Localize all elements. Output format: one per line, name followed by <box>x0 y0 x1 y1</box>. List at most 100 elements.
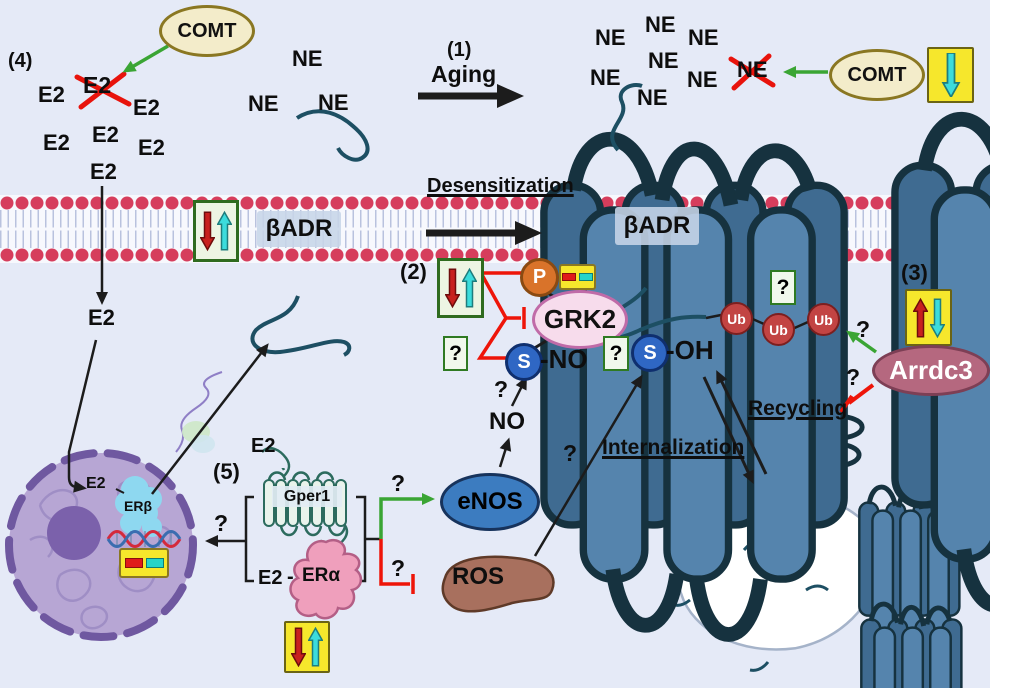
comt-right-oval: COMT <box>829 49 925 101</box>
erb-label: ERβ <box>124 498 152 514</box>
gper1-plate: Gper1 <box>272 486 342 507</box>
grk2-label: GRK2 <box>543 304 617 334</box>
arrdc3-oval: Arrdc3 <box>872 345 990 396</box>
step4-label: (4) <box>8 50 33 72</box>
ub-circle: Ub <box>807 303 840 336</box>
s-nitrosylation-circle: S <box>505 343 543 381</box>
no-suffix-label: -NO <box>540 344 588 374</box>
ne-crossed-label: NE <box>737 57 768 82</box>
cyan-up-arrow-icon <box>461 267 477 308</box>
ne-label: NE <box>590 65 621 90</box>
red-down-arrow-icon <box>200 211 215 252</box>
s-label: S <box>643 341 657 364</box>
badr-right-plate: βADR <box>615 207 699 245</box>
badr-label: βADR <box>623 212 691 239</box>
red-inhibition-lines <box>74 53 875 594</box>
connector-layer <box>67 44 990 688</box>
ub-circle: Ub <box>720 302 753 335</box>
ros-soh-arrow <box>533 374 643 557</box>
step1-label: (1) <box>447 39 472 61</box>
recycling-label: Recycling <box>748 397 848 420</box>
dna-helix <box>106 530 182 548</box>
cell-diagram: ROS (4) COMT E2 E2 E2 E2 E2 E2 E2 NE NE … <box>0 0 990 688</box>
ub-label: Ub <box>727 310 746 327</box>
red-down-arrow-icon <box>291 627 306 667</box>
comt-decrease-badge <box>927 47 974 103</box>
ne-label: NE <box>687 67 718 92</box>
era-ros-inhibit <box>379 539 410 586</box>
cyan-down-arrow-icon <box>941 53 960 97</box>
no-sno-arrow <box>510 376 527 407</box>
ne-label: NE <box>637 85 668 110</box>
synthesis-arrow <box>151 343 269 495</box>
arrdc3-ub-arrow <box>846 330 878 354</box>
step3-label: (3) <box>901 260 928 285</box>
teal-dash-icon <box>145 558 164 568</box>
nucleus <box>5 449 197 641</box>
question-mark: ? <box>563 440 578 466</box>
e2-erb-link <box>115 488 125 494</box>
question-mark: ? <box>214 510 229 536</box>
question-badge: ? <box>770 270 796 305</box>
question-mark: ? <box>609 341 623 365</box>
recycling-arrow <box>716 370 768 475</box>
red-up-arrow-icon <box>912 297 928 337</box>
ub-circle: Ub <box>762 313 795 346</box>
gene-expression-badge <box>559 264 596 290</box>
tail-ub-link <box>705 313 722 320</box>
e2-era-label: E2 <box>258 567 283 589</box>
ne-label: NE <box>318 90 349 115</box>
ub-label: Ub <box>814 311 833 328</box>
cyan-down-arrow-icon <box>929 298 945 338</box>
e2-label: E2 <box>38 82 65 107</box>
ne-label: NE <box>248 91 279 116</box>
badr-left-plate: βADR <box>257 211 341 247</box>
oh-suffix-label: -OH <box>666 335 714 365</box>
black-connectors <box>67 84 809 583</box>
s-hydroxyl-circle: S <box>631 334 669 372</box>
era-label: ERα <box>302 565 341 586</box>
enos-no-arrow <box>498 437 512 468</box>
e2-label: E2 <box>90 159 117 184</box>
e2-cytoplasm-label: E2 <box>88 305 115 330</box>
e2-label: E2 <box>138 135 165 160</box>
ros-blob <box>441 555 555 613</box>
ne-label: NE <box>292 46 323 71</box>
question-mark: ? <box>391 555 406 581</box>
gene-expression-badge <box>119 548 169 578</box>
ub-label: Ub <box>769 321 788 338</box>
comt-left-oval: COMT <box>159 5 255 57</box>
green-activation-lines <box>122 44 878 539</box>
grk2-updown-badge <box>437 258 484 318</box>
e2-label: E2 <box>43 130 70 155</box>
step2-label: (2) <box>400 259 427 284</box>
step5-label: (5) <box>213 459 240 484</box>
arrdc3-recycling-inhibit <box>847 383 875 405</box>
desensitization-label: Desensitization <box>427 175 574 197</box>
question-mark: ? <box>856 316 871 342</box>
cyan-up-arrow-icon <box>308 627 323 667</box>
question-mark: ? <box>776 275 790 299</box>
e2-label: E2 <box>133 95 160 120</box>
nucleolus <box>47 506 101 560</box>
badr-updown-badge <box>193 200 239 262</box>
ne-label: NE <box>688 25 719 50</box>
question-badge: ? <box>603 336 629 371</box>
gper1-label: Gper1 <box>283 487 331 505</box>
gper-enos-arrow <box>379 493 435 539</box>
question-mark: ? <box>449 341 462 365</box>
internalization-arrow <box>702 376 754 484</box>
p-label: P <box>532 266 547 288</box>
e2-gper-label: E2 <box>251 435 276 457</box>
era-updown-badge <box>284 621 330 673</box>
e2-label: E2 <box>92 122 119 147</box>
e2-crossed-label: E2 <box>83 72 112 98</box>
e2-nucleus-label: E2 <box>86 475 106 492</box>
badr-label: βADR <box>265 215 333 242</box>
comt-label: COMT <box>847 63 907 86</box>
ros-label: ROS <box>452 563 505 590</box>
red-down-arrow-icon <box>444 268 460 309</box>
arrdc3-updown-badge <box>905 289 952 346</box>
no-label: NO <box>489 408 525 435</box>
dash-label: - <box>287 566 294 588</box>
